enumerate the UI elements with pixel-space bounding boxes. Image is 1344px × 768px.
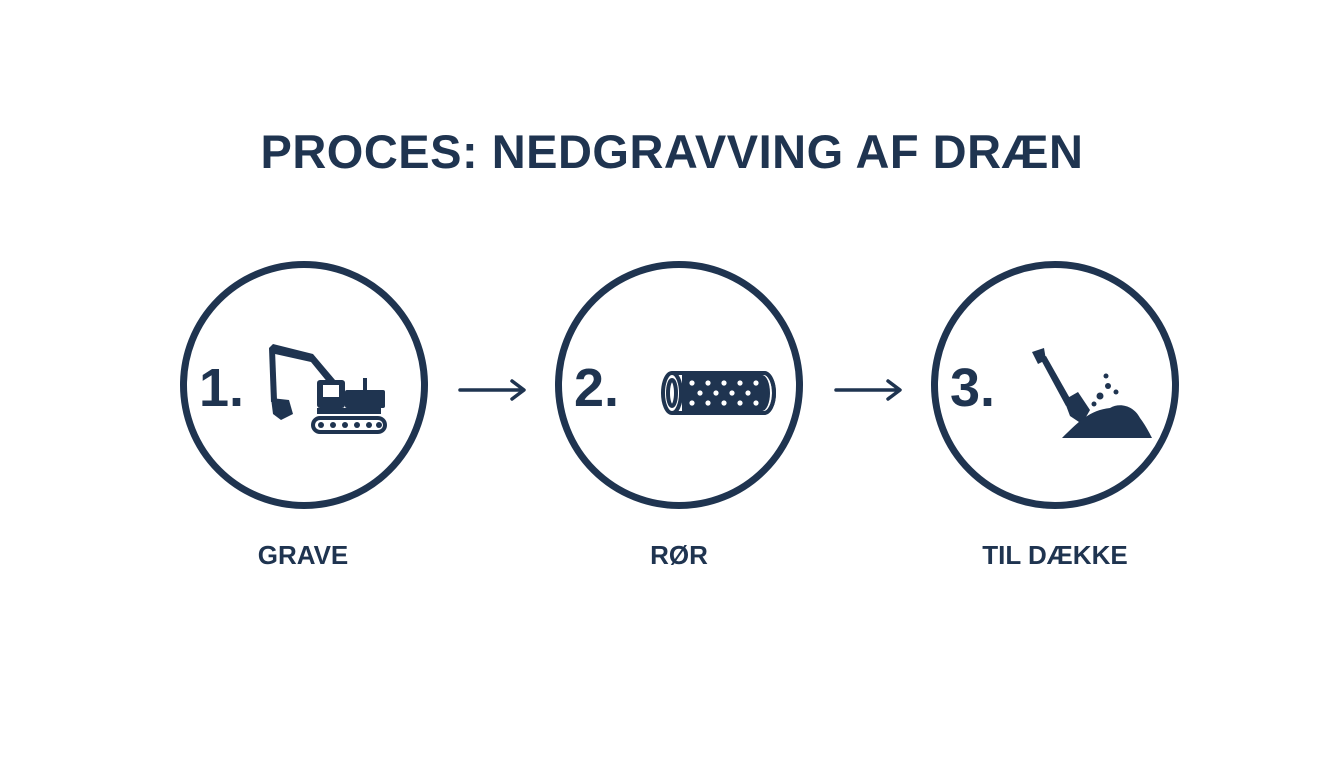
step-3-label: TIL DÆKKE [982,540,1128,570]
step-2-number: 2. [574,358,620,418]
step-2-label: RØR [650,540,708,570]
step-2-circle: 2. [555,261,803,509]
perforated-pipe-icon [661,371,776,415]
step-3-number: 3. [950,358,996,418]
step-1-label: GRAVE [257,540,349,570]
diagram-title: PROCES: NEDGRAVVING AF DRÆN [260,125,1084,178]
step-3-circle: 3. [931,261,1179,509]
arrow-right-icon [834,379,902,401]
step-1-number: 1. [199,358,245,418]
excavator-icon [269,344,387,434]
shovel-soil-icon [1032,348,1152,438]
step-1-circle: 1. [180,261,428,509]
arrow-right-icon [458,379,526,401]
